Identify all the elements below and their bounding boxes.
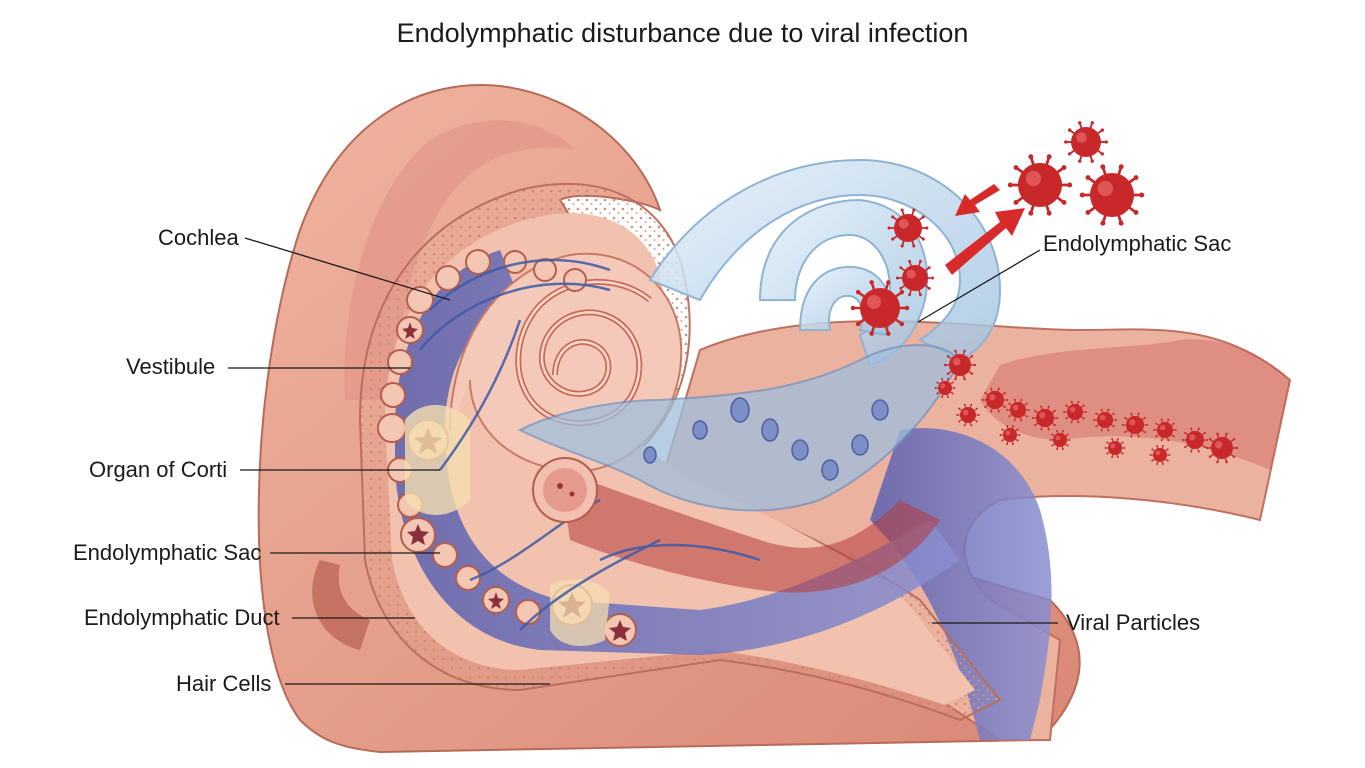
label-endolymphatic-sac-left: Endolymphatic Sac — [73, 540, 261, 565]
label-cochlea: Cochlea — [158, 225, 239, 250]
label-viral-particles: Viral Particles — [1066, 610, 1200, 635]
virus-particle — [1008, 154, 1072, 215]
label-endolymphatic-duct: Endolymphatic Duct — [84, 605, 280, 630]
virus-particle — [1080, 164, 1144, 225]
virus-particle — [1064, 121, 1108, 163]
label-organ-of-corti: Organ of Corti — [89, 457, 227, 482]
label-vestibule: Vestibule — [126, 354, 215, 379]
label-hair-cells: Hair Cells — [176, 671, 271, 696]
label-endolymphatic-sac-right: Endolymphatic Sac — [1043, 231, 1231, 256]
